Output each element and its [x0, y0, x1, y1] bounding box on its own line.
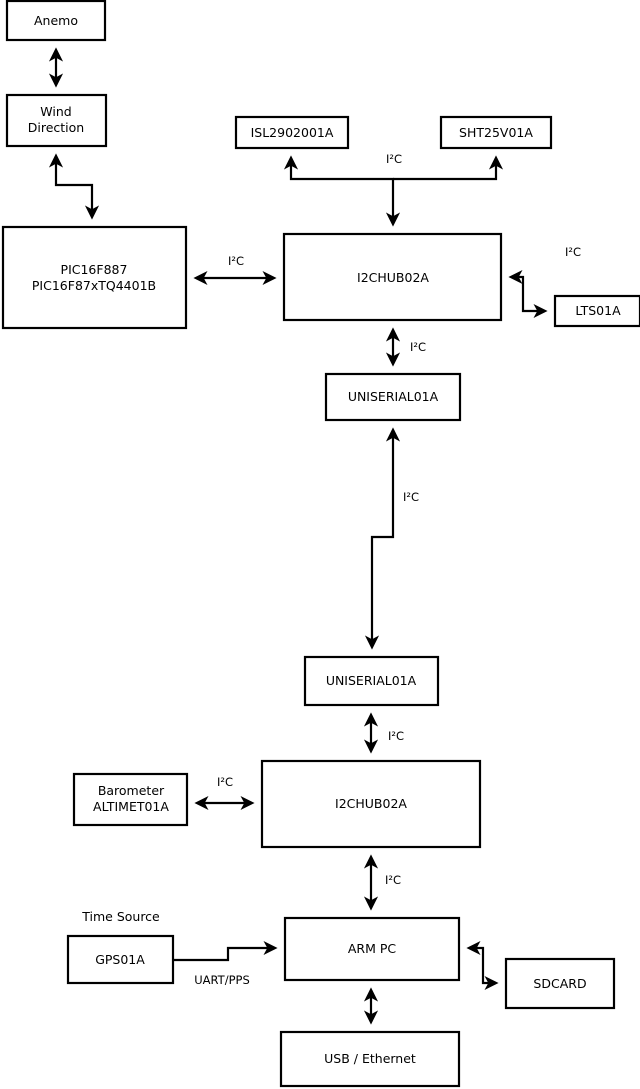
node-label: SDCARD: [533, 976, 586, 991]
node-box[interactable]: [1, 225, 188, 330]
edge-gps-arm: UART/PPS: [173, 940, 278, 987]
node-gps01a[interactable]: GPS01A: [66, 934, 175, 985]
node-arm-pc[interactable]: ARM PC: [283, 916, 461, 982]
node-label: ARM PC: [348, 941, 397, 956]
node-label: I2CHUB02A: [335, 796, 407, 811]
free-labels-layer: Time Source: [81, 909, 160, 924]
node-box[interactable]: [66, 934, 175, 985]
node-box[interactable]: [282, 232, 503, 322]
edge-label-hub2-arm: I²C: [385, 873, 401, 887]
node-label: GPS01A: [95, 952, 145, 967]
node-box[interactable]: [279, 1030, 461, 1088]
edge-label-hub-lts: I²C: [565, 245, 581, 259]
node-box[interactable]: [260, 759, 482, 849]
edge-pic-hub: I²C: [193, 254, 277, 286]
node-box[interactable]: [324, 372, 462, 422]
edge-label-hub-uniserial: I²C: [410, 340, 426, 354]
node-label: UNISERIAL01A: [326, 673, 417, 688]
node-label: USB / Ethernet: [324, 1051, 416, 1066]
edge-label-gps-arm: UART/PPS: [194, 973, 250, 987]
node-box[interactable]: [72, 772, 189, 827]
node-box[interactable]: [234, 115, 350, 150]
node-label: Anemo: [34, 13, 78, 28]
edge-hub-lts: I²C: [508, 245, 581, 319]
node-sdcard[interactable]: SDCARD: [504, 957, 616, 1010]
node-box[interactable]: [5, 0, 107, 42]
edge-label-pic-hub: I²C: [228, 254, 244, 268]
edge-hub2-arm: I²C: [363, 854, 401, 911]
edge-wind-pic: [48, 153, 100, 220]
node-lts01a[interactable]: LTS01A: [553, 294, 640, 328]
edge-label-hub-isl-sht: I²C: [386, 152, 402, 166]
edge-line: [173, 940, 278, 962]
edge-hub-isl-sht: I²C: [283, 152, 504, 227]
node-i2chub02a-bottom[interactable]: I2CHUB02A: [260, 759, 482, 849]
edge-hub-uniserial: I²C: [385, 327, 426, 367]
edge-line: [466, 940, 499, 991]
edge-uniserial-hub2: I²C: [363, 712, 404, 754]
edge-label-uniserial-hub2: I²C: [388, 729, 404, 743]
edges-layer: I²C I²C I²C I²C I²C: [48, 47, 581, 1025]
edge-label-baro-hub2: I²C: [217, 775, 233, 789]
edge-line-sht: [393, 155, 504, 181]
edge-uniserial-link: I²C: [364, 427, 419, 650]
edge-label-uniserial-link: I²C: [403, 490, 419, 504]
node-box[interactable]: [504, 957, 616, 1010]
node-i2chub02a-top[interactable]: I2CHUB02A: [282, 232, 503, 322]
node-box[interactable]: [303, 655, 440, 707]
node-label: SHT25V01A: [459, 125, 533, 140]
node-label: I2CHUB02A: [357, 270, 429, 285]
node-label: LTS01A: [575, 303, 621, 318]
node-box[interactable]: [283, 916, 461, 982]
edge-line: [508, 269, 548, 319]
label-time-source: Time Source: [81, 909, 160, 924]
node-uniserial01a-upper[interactable]: UNISERIAL01A: [324, 372, 462, 422]
node-label: UNISERIAL01A: [348, 389, 439, 404]
node-box[interactable]: [5, 93, 108, 148]
edge-line: [48, 153, 100, 220]
edge-arm-sdcard: [466, 940, 499, 991]
node-box[interactable]: [553, 294, 640, 328]
node-label: ISL2902001A: [251, 125, 334, 140]
node-anemo[interactable]: Anemo: [5, 0, 107, 42]
node-box[interactable]: [439, 115, 553, 150]
edge-line-isl: [283, 155, 401, 227]
node-sht25v01a[interactable]: SHT25V01A: [439, 115, 553, 150]
node-isl2902001a[interactable]: ISL2902001A: [234, 115, 350, 150]
node-uniserial01a-lower[interactable]: UNISERIAL01A: [303, 655, 440, 707]
edge-line: [364, 427, 401, 650]
edge-baro-hub2: I²C: [194, 775, 255, 811]
node-usb-ethernet[interactable]: USB / Ethernet: [279, 1030, 461, 1088]
